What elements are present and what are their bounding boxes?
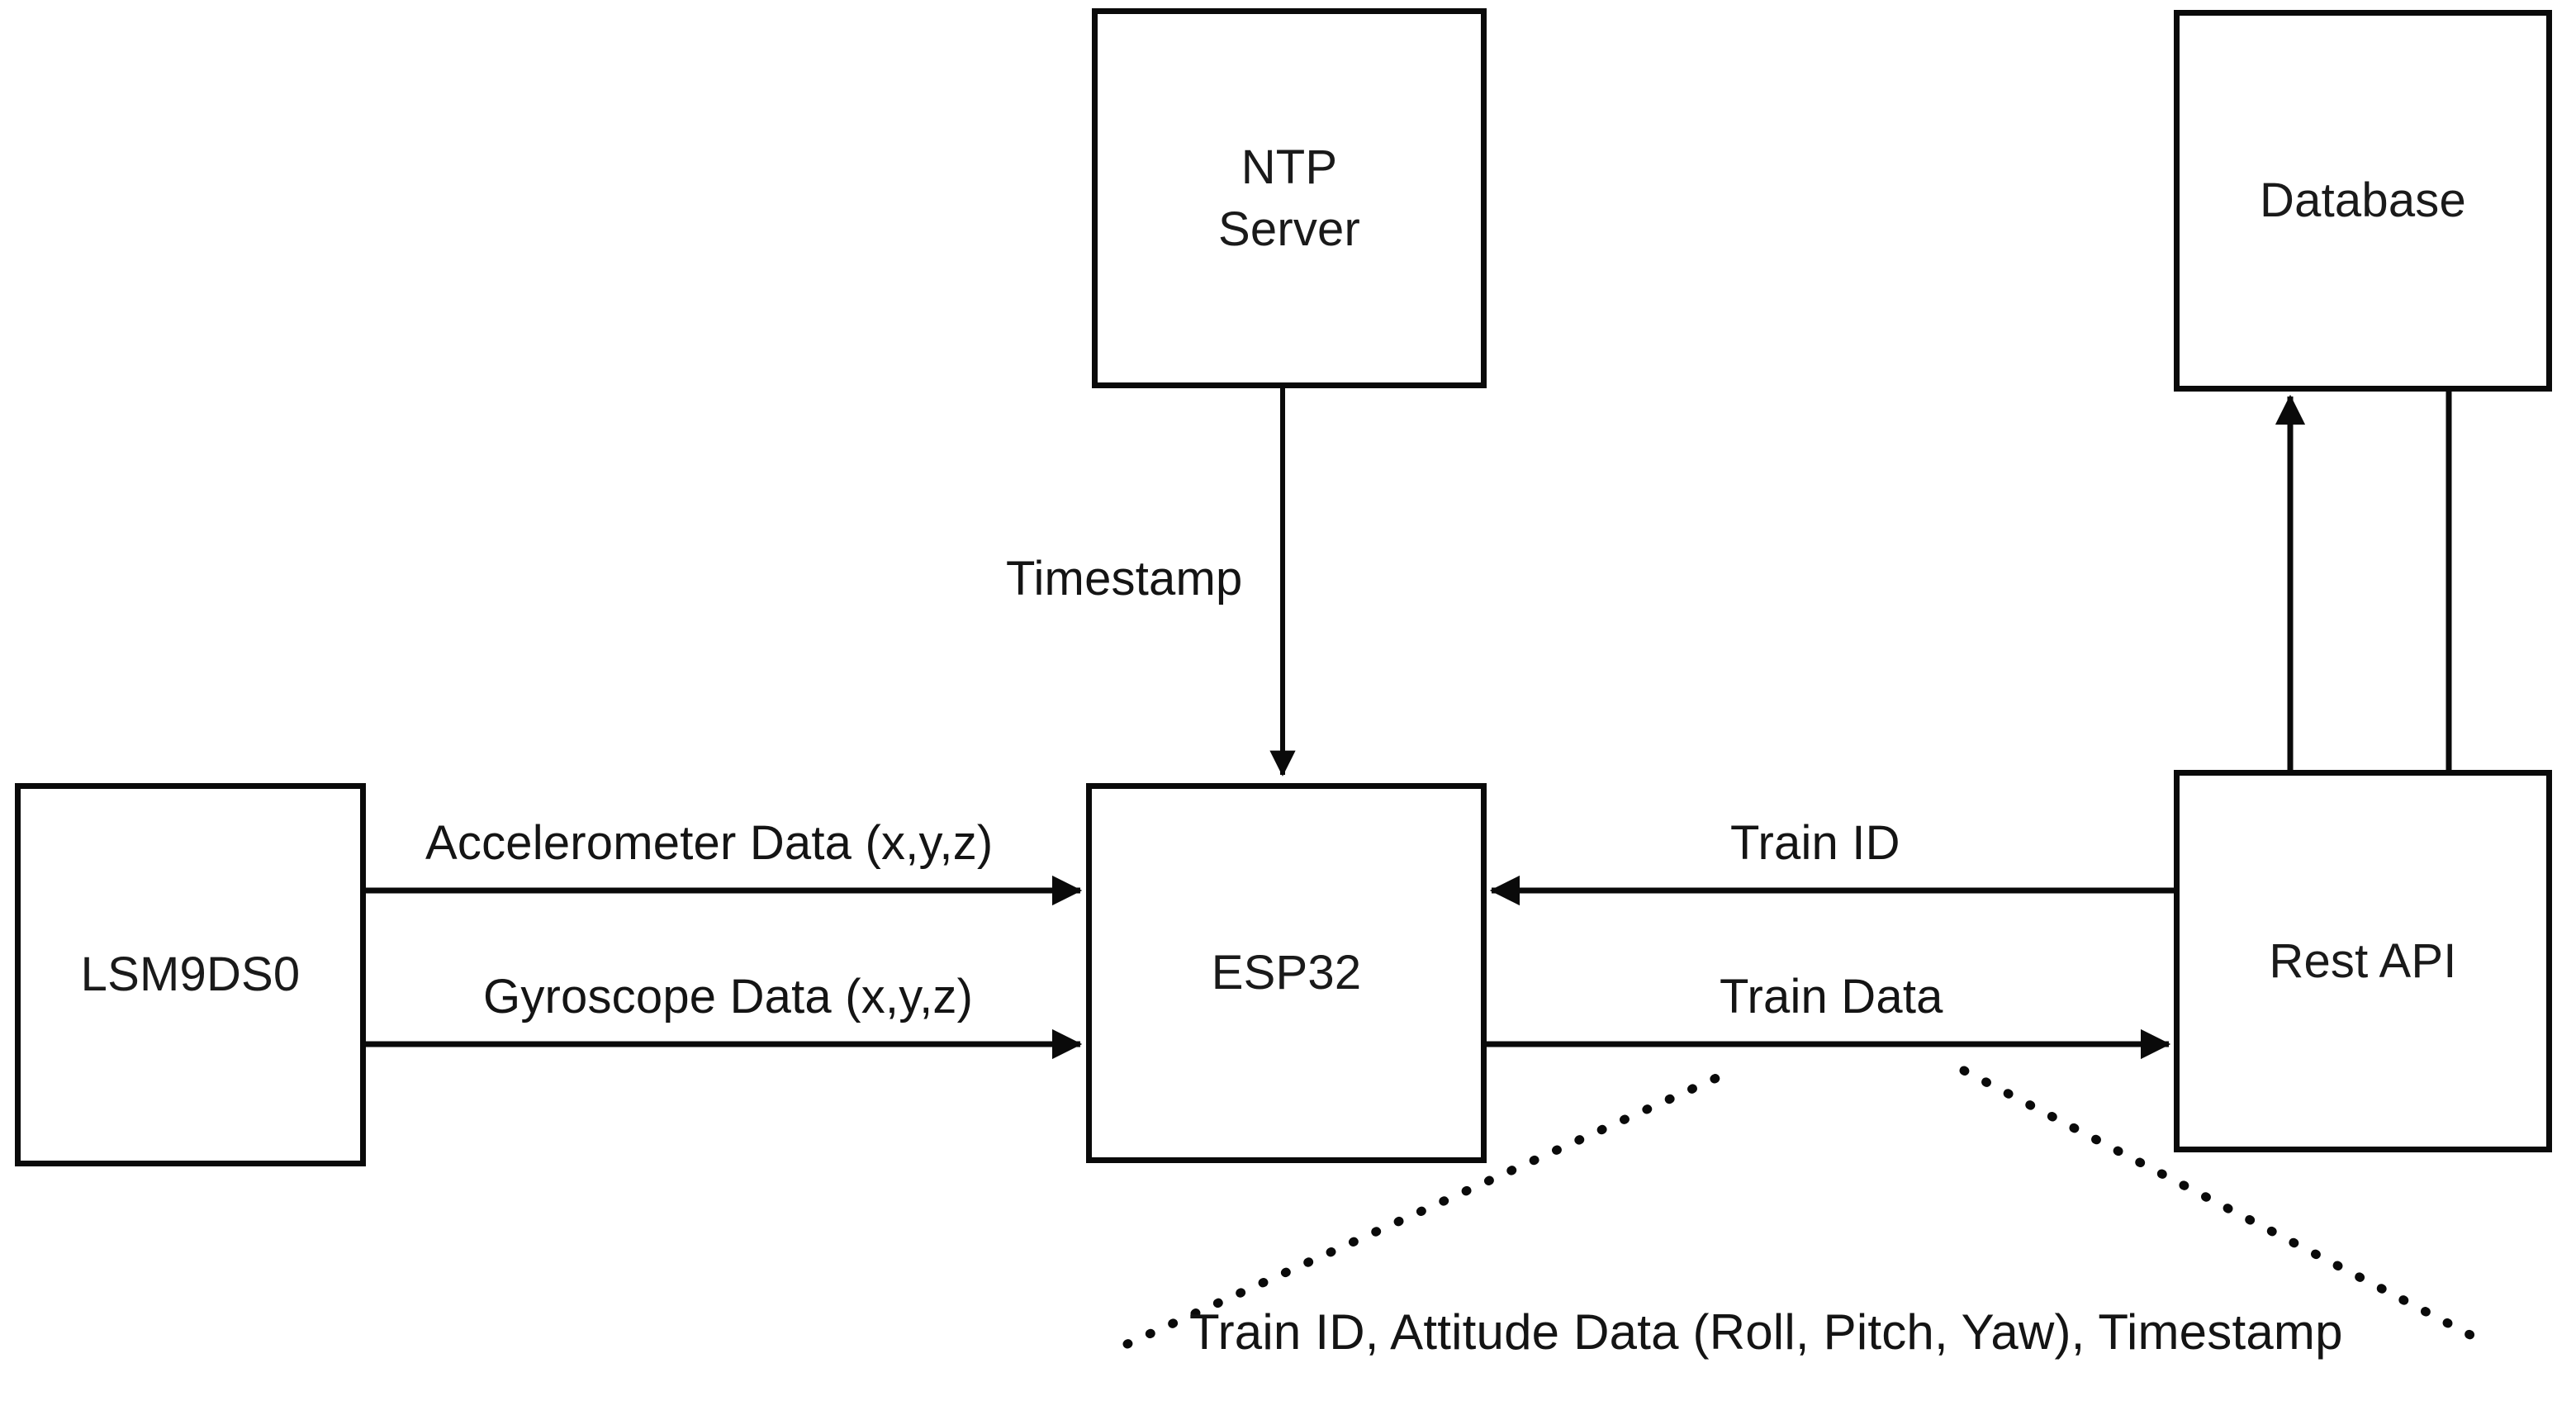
- node-lsm9ds0[interactable]: LSM9DS0: [15, 783, 366, 1166]
- node-ntp-server[interactable]: NTP Server: [1092, 8, 1487, 388]
- node-esp32[interactable]: ESP32: [1086, 783, 1487, 1163]
- node-rest-api-label: Rest API: [2269, 933, 2457, 988]
- node-ntp-server-label: NTP Server: [1217, 140, 1361, 256]
- node-rest-api[interactable]: Rest API: [2174, 770, 2552, 1152]
- edge-label-train-id: Train ID: [1730, 816, 1900, 870]
- callout-leader-right-line: [1959, 1066, 2493, 1349]
- node-esp32-label: ESP32: [1211, 946, 1362, 1000]
- edge-label-train-data: Train Data: [1720, 970, 1943, 1023]
- node-database[interactable]: Database: [2174, 10, 2552, 392]
- node-database-label: Database: [2260, 173, 2466, 228]
- callout-train-data-payload-label: Train ID, Attitude Data (Roll, Pitch, Ya…: [1189, 1304, 2343, 1360]
- node-lsm9ds0-label: LSM9DS0: [80, 947, 301, 1002]
- edge-label-gyroscope: Gyroscope Data (x,y,z): [483, 970, 974, 1023]
- edge-label-accelerometer: Accelerometer Data (x,y,z): [425, 816, 994, 870]
- edge-label-timestamp: Timestamp: [1006, 552, 1243, 606]
